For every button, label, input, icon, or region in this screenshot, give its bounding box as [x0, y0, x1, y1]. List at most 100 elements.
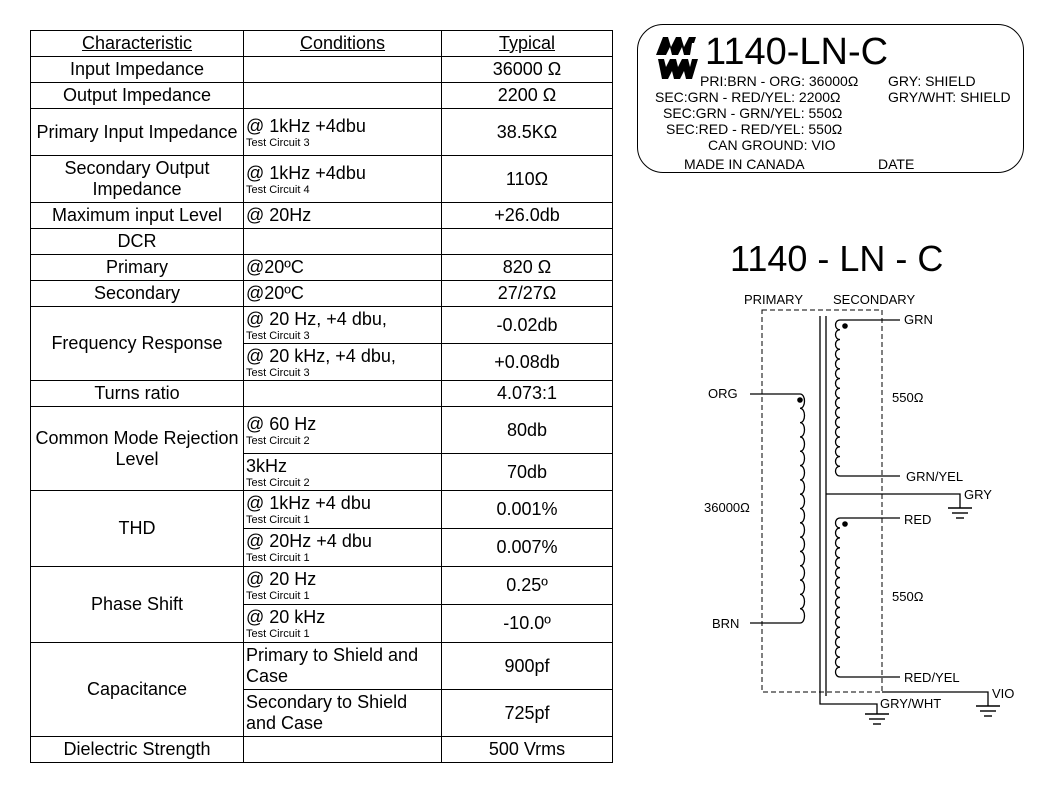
table-row: @ 20 kHz, +4 dbu,Test Circuit 3+0.08db	[31, 343, 613, 381]
table-header-row: Characteristic Conditions Typical	[30, 30, 613, 57]
grnyel-lead-label: GRN/YEL	[906, 469, 963, 484]
condition-text: @ 20Hz +4 dbu	[246, 531, 372, 551]
gry-lead-label: GRY	[964, 487, 992, 502]
condition-text: @ 20 kHz	[246, 607, 326, 627]
characteristic-cell: Primary	[30, 254, 244, 281]
typical-cell: 0.001%	[441, 490, 613, 529]
label-model-number: 1140-LN-C	[705, 31, 889, 73]
secondary-winding-top	[834, 319, 841, 477]
product-label: 1140-LN-C PRI:BRN - ORG: 36000Ω SEC:GRN …	[637, 24, 1024, 173]
condition-text: @ 60 Hz	[246, 413, 317, 434]
label-gry-shield: GRY: SHIELD	[888, 73, 976, 89]
label-grywht-shield: GRY/WHT: SHIELD	[888, 89, 1011, 105]
header-characteristic: Characteristic	[30, 30, 244, 57]
typical-cell: +26.0db	[441, 202, 613, 229]
characteristic-cell: Capacitance	[30, 642, 244, 737]
characteristic-cell: THD	[30, 490, 244, 567]
condition-text: @ 20 Hz	[246, 569, 317, 589]
condition-cell: @20ºC	[243, 280, 442, 307]
characteristic-cell: Maximum input Level	[30, 202, 244, 229]
secondary-top-dot	[842, 323, 848, 329]
condition-text: 3kHz	[246, 455, 288, 476]
redyel-lead-label: RED/YEL	[904, 670, 960, 685]
condition-text: @20ºC	[246, 283, 304, 303]
vio-lead-label: VIO	[992, 686, 1014, 701]
table-row: DCR	[30, 228, 613, 255]
characteristic-cell: Frequency Response	[30, 306, 244, 381]
characteristic-cell: Input Impedance	[30, 56, 244, 83]
label-pri-line: PRI:BRN - ORG: 36000Ω	[700, 73, 859, 89]
condition-text: @ 1kHz +4dbu	[246, 162, 366, 183]
condition-cell	[243, 82, 442, 109]
schematic-title: 1140 - LN - C	[730, 238, 944, 279]
secondary-winding-bottom	[834, 517, 841, 678]
sec-top-impedance-label: 550Ω	[892, 390, 924, 405]
table-row: Frequency Response@ 20 Hz, +4 dbu,Test C…	[30, 306, 613, 381]
typical-cell: 36000 Ω	[441, 56, 613, 83]
characteristic-cell: Secondary Output Impedance	[30, 155, 244, 203]
primary-impedance-label: 36000Ω	[704, 500, 750, 515]
condition-cell	[243, 56, 442, 83]
typical-cell: 38.5KΩ	[441, 108, 613, 156]
test-circuit-note: Test Circuit 1	[246, 514, 310, 526]
header-typical: Typical	[441, 30, 613, 57]
grywht-lead-label: GRY/WHT	[880, 696, 941, 711]
condition-text: @ 20Hz	[246, 205, 312, 225]
typical-cell: 4.073:1	[441, 380, 613, 407]
condition-cell: @ 20 Hz, +4 dbu,Test Circuit 3	[243, 306, 442, 344]
test-circuit-note: Test Circuit 2	[246, 476, 310, 489]
condition-cell	[243, 228, 442, 255]
brn-lead-label: BRN	[712, 616, 739, 631]
table-row: Input Impedance 36000 Ω	[30, 56, 613, 83]
test-circuit-note: Test Circuit 1	[246, 628, 310, 640]
secondary-bottom-dot	[842, 521, 848, 527]
test-circuit-note: Test Circuit 1	[246, 552, 310, 564]
label-date: DATE	[878, 156, 915, 172]
spec-table: Characteristic Conditions Typical Input …	[30, 30, 613, 763]
condition-cell: @ 20 kHz, +4 dbu,Test Circuit 3	[243, 343, 442, 381]
typical-cell	[441, 228, 613, 255]
typical-cell: 70db	[441, 453, 613, 491]
typical-cell: 110Ω	[441, 155, 613, 203]
typical-cell: 80db	[441, 406, 613, 454]
characteristic-cell: Secondary	[30, 280, 244, 307]
sec-bottom-impedance-label: 550Ω	[892, 589, 924, 604]
condition-cell: @20ºC	[243, 254, 442, 281]
hammond-logo-icon	[656, 37, 698, 79]
test-circuit-note: Test Circuit 4	[246, 183, 310, 196]
table-row: Maximum input Level@ 20Hz +26.0db	[30, 202, 613, 229]
condition-text: Primary to Shield and Case	[246, 645, 419, 686]
test-circuit-note: Test Circuit 3	[246, 329, 310, 342]
condition-text: @ 1kHz +4dbu	[246, 115, 366, 136]
typical-cell: 0.25º	[441, 566, 613, 605]
test-circuit-note: Test Circuit 3	[246, 136, 310, 149]
primary-label: PRIMARY	[744, 292, 803, 307]
characteristic-cell: Common Mode Rejection Level	[30, 406, 244, 491]
condition-cell: @ 20Hz	[243, 202, 442, 229]
label-made-in: MADE IN CANADA	[684, 156, 805, 172]
transformer-schematic: PRIMARY SECONDARY ORG BRN 36000Ω GRN GRN…	[704, 292, 1014, 725]
org-lead-label: ORG	[708, 386, 738, 401]
test-circuit-note: Test Circuit 3	[246, 366, 310, 379]
ground-gry-icon	[948, 507, 972, 519]
typical-cell: 27/27Ω	[441, 280, 613, 307]
primary-dot	[797, 397, 803, 403]
